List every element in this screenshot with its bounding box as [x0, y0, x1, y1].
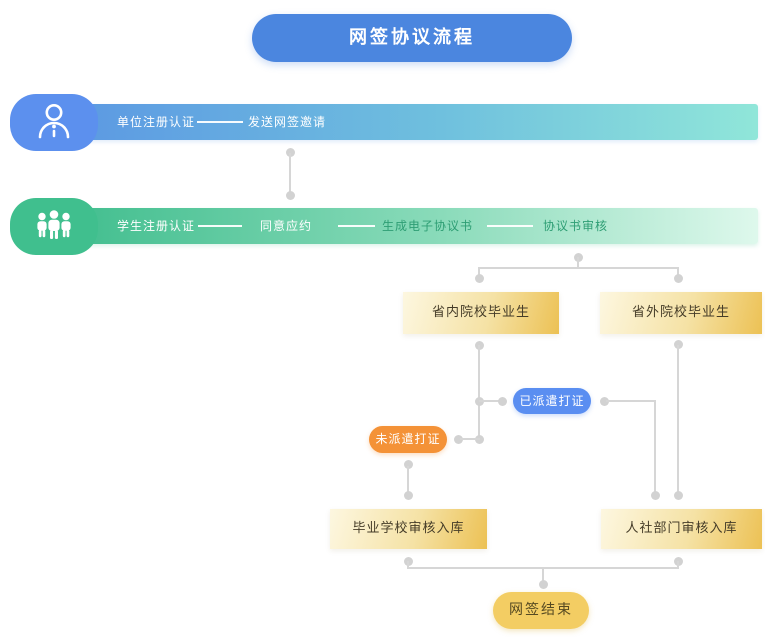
connector-line [677, 345, 679, 493]
step-dash [487, 225, 533, 227]
connector-line [407, 466, 409, 493]
node-school-review: 毕业学校审核入库 [330, 509, 487, 549]
connector-line [677, 561, 679, 569]
employer-icon-block [10, 94, 98, 151]
connector-line [478, 268, 480, 276]
step-dash [197, 121, 243, 123]
connector-dot [673, 490, 683, 500]
node-in-province-grad: 省内院校毕业生 [403, 292, 559, 334]
connector-dot [453, 434, 463, 444]
connector-dot [673, 273, 683, 283]
connector-line [577, 257, 579, 268]
agreement-review-label: 协议书审核 [543, 219, 609, 233]
connector-line [479, 400, 501, 402]
pill-not-dispatched: 未派遣打证 [369, 426, 447, 453]
connector-dot [599, 396, 609, 406]
node-hr-review: 人社部门审核入库 [601, 509, 762, 549]
student-icon-block [10, 198, 98, 255]
connector-line [407, 561, 409, 569]
connector-line [606, 400, 656, 402]
connector-dot [673, 339, 683, 349]
page-title: 网签协议流程 [252, 14, 572, 62]
connector-line [654, 401, 656, 493]
connector-line [289, 153, 291, 195]
connector-dot [650, 490, 660, 500]
pill-dispatched: 已派遣打证 [513, 388, 591, 414]
send-invite-label: 发送网签邀请 [248, 115, 327, 129]
employer-row-bar: 单位注册认证 发送网签邀请 [55, 104, 758, 140]
generate-agreement-label: 生成电子协议书 [382, 219, 474, 233]
connector-line [677, 268, 679, 276]
connector-dot [285, 190, 295, 200]
person-icon [32, 99, 76, 147]
step-dash [338, 225, 375, 227]
connector-dot [285, 147, 295, 157]
connector-dot [474, 273, 484, 283]
connector-dot [403, 459, 413, 469]
connector-dot [538, 579, 548, 589]
connector-line [460, 438, 480, 440]
people-group-icon [32, 208, 76, 246]
step-dash [198, 225, 242, 227]
pill-end: 网签结束 [493, 592, 589, 629]
connector-dot [497, 396, 507, 406]
node-out-province-grad: 省外院校毕业生 [600, 292, 762, 334]
connector-line [478, 345, 480, 439]
connector-line [542, 568, 544, 582]
accept-offer-label: 同意应约 [260, 219, 313, 233]
employer-register-label: 单位注册认证 [117, 115, 196, 129]
student-register-label: 学生注册认证 [117, 219, 196, 233]
student-row-bar: 学生注册认证 同意应约 生成电子协议书 协议书审核 [55, 208, 758, 244]
connector-dot [403, 490, 413, 500]
connector-line [478, 267, 679, 269]
